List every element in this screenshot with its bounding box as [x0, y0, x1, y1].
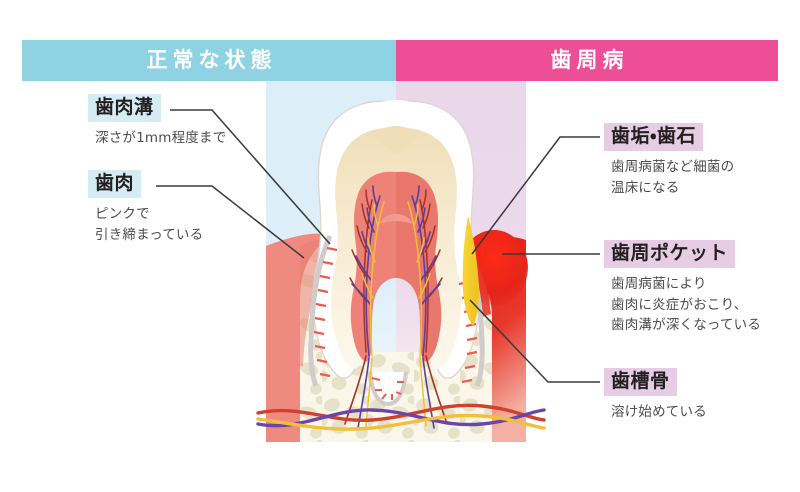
inferior-alveolar-vein	[256, 408, 546, 428]
label-sulcus-desc: 深さが1mm程度まで	[95, 130, 227, 147]
header-normal-label: 正常な状態	[146, 48, 277, 72]
label-gum-title: 歯肉	[88, 170, 142, 199]
label-plaque-title: 歯垢・歯石	[604, 123, 703, 152]
leader-bone	[469, 299, 600, 383]
pulp-nerve-left	[361, 201, 385, 357]
label-sulcus-title: 歯肉溝	[88, 94, 161, 123]
inferior-alveolar-nerve	[256, 413, 546, 431]
pulp-nerve-right	[407, 201, 431, 357]
leader-lines	[156, 109, 600, 383]
label-sulcus: 歯肉溝 深さが1mm程度まで	[88, 94, 226, 149]
label-pocket-title: 歯周ポケット	[604, 240, 736, 269]
header-normal: 正常な状態	[22, 40, 396, 81]
label-bone: 歯槽骨 溶け始めている	[604, 368, 707, 423]
leader-plaque	[471, 136, 600, 255]
plaque-calculus-deposit	[462, 216, 479, 326]
label-bone-desc: 溶け始めている	[611, 404, 707, 421]
header-disease-label: 歯周病	[550, 48, 629, 72]
gingiva-healthy	[266, 233, 332, 442]
label-gum-desc: ピンクで 引き締まっている	[95, 206, 204, 243]
label-plaque: 歯垢・歯石 歯周病菌など細菌の 温床になる	[604, 123, 734, 198]
label-pocket: 歯周ポケット 歯周病菌により 歯肉に炎症がおこり、 歯肉溝が深くなっている	[604, 240, 761, 336]
label-plaque-desc: 歯周病菌など細菌の 温床になる	[611, 159, 735, 196]
leader-gum	[156, 185, 305, 259]
leader-sulcus	[170, 109, 331, 245]
label-bone-title: 歯槽骨	[604, 368, 677, 397]
label-gum: 歯肉 ピンクで 引き締まっている	[88, 170, 203, 245]
pdl-hatch-center	[371, 377, 404, 400]
header-disease: 歯周病	[396, 40, 778, 81]
label-pocket-desc: 歯周病菌により 歯肉に炎症がおこり、 歯肉溝が深くなっている	[611, 276, 762, 334]
tooth-pulp	[349, 171, 443, 362]
pdl-hatch-left	[313, 246, 338, 378]
mandibular-canal-vessels	[256, 403, 546, 431]
inferior-alveolar-artery	[256, 403, 546, 423]
